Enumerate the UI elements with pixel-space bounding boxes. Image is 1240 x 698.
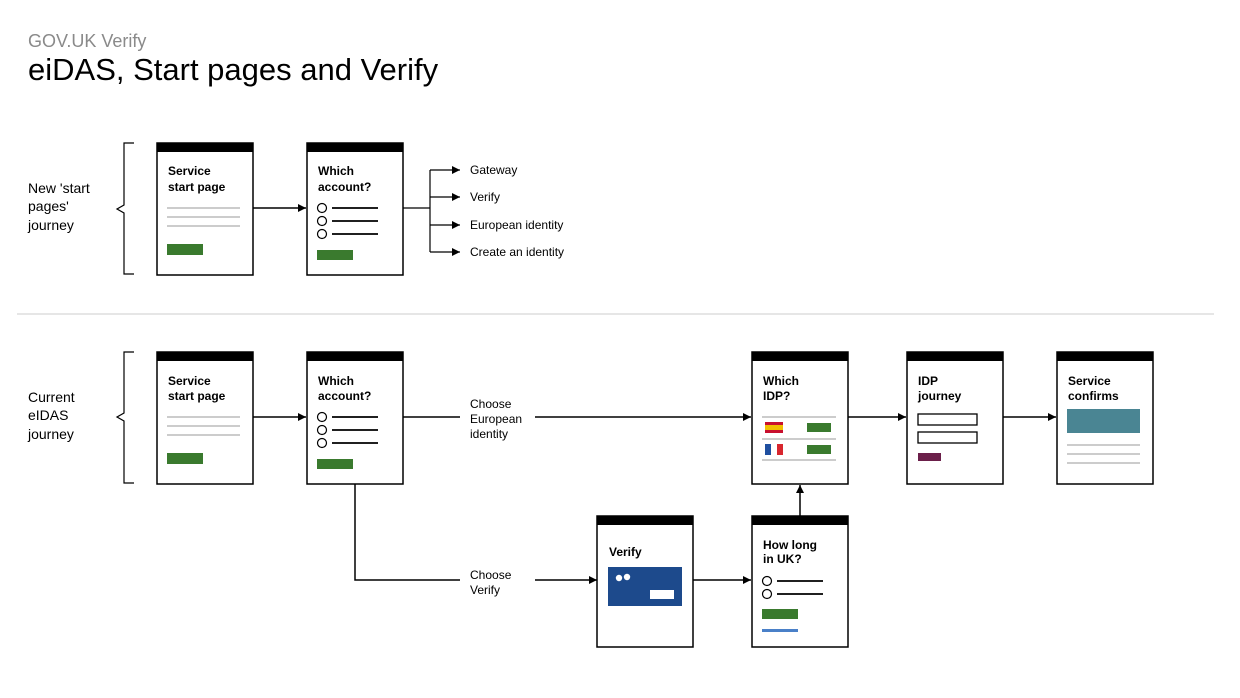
- card-title-line-1: Which: [318, 164, 354, 178]
- card-verify: Verify: [596, 515, 694, 648]
- lane-new-label: New 'start pages' journey: [27, 180, 90, 233]
- card-service-start-bottom: Service start page: [156, 351, 254, 485]
- card-which-account-bottom: Which account?: [306, 351, 404, 485]
- bracket-new: [115, 142, 134, 275]
- lane-current-line-2: eIDAS: [28, 407, 68, 423]
- path-verify-line-1: Choose: [470, 568, 512, 582]
- continue-button: [317, 459, 353, 469]
- kicker: GOV.UK Verify: [28, 31, 147, 51]
- card-how-long: How long in UK?: [751, 515, 849, 648]
- option-create-identity: Create an identity: [470, 245, 564, 259]
- card-title-line-1: Service: [168, 164, 211, 178]
- card-title-line-2: account?: [318, 389, 371, 403]
- card-which-idp: Which IDP?: [751, 351, 849, 485]
- option-gateway: Gateway: [470, 163, 517, 177]
- path-european-line-2: European: [470, 412, 522, 426]
- option-european-identity: European identity: [470, 218, 563, 232]
- spain-flag-icon: [765, 422, 783, 433]
- start-button: [167, 453, 203, 464]
- path-european-line-3: identity: [470, 427, 508, 441]
- link-bar: [762, 629, 798, 632]
- lane-current-label: Current eIDAS journey: [27, 389, 75, 442]
- input-box: [917, 413, 978, 426]
- card-title-line-1: IDP: [918, 374, 938, 388]
- card-title-line-2: confirms: [1068, 389, 1119, 403]
- select-button: [807, 445, 831, 454]
- card-title-line-2: journey: [917, 389, 962, 403]
- card-title-line-1: Verify: [609, 545, 642, 559]
- lane-new-line-1: New 'start: [28, 180, 90, 196]
- confirmation-panel: [1067, 409, 1140, 433]
- select-button: [807, 423, 831, 432]
- card-title-line-2: in UK?: [763, 552, 802, 566]
- card-title-line-2: IDP?: [763, 389, 790, 403]
- verify-banner: [608, 567, 682, 606]
- page-title: eiDAS, Start pages and Verify: [28, 52, 439, 87]
- card-title-line-1: Which: [318, 374, 354, 388]
- france-flag-icon: [765, 444, 783, 455]
- lane-current-line-1: Current: [28, 389, 75, 405]
- path-verify-line-2: Verify: [470, 583, 500, 597]
- start-button: [167, 244, 203, 255]
- card-title-line-2: start page: [168, 389, 226, 403]
- card-idp-journey: IDP journey: [906, 351, 1004, 485]
- continue-button: [762, 609, 798, 619]
- card-which-account-top: Which account?: [306, 142, 404, 276]
- input-box: [917, 431, 978, 444]
- submit-button: [918, 453, 941, 461]
- path-european-line-1: Choose: [470, 397, 512, 411]
- lane-new-line-2: pages': [28, 198, 69, 214]
- card-service-confirms: Service confirms: [1056, 351, 1154, 485]
- options-branch: Gateway Verify European identity Create …: [403, 163, 564, 259]
- bracket-current: [115, 351, 134, 484]
- option-verify: Verify: [470, 190, 500, 204]
- card-title-line-1: Service: [1068, 374, 1111, 388]
- lane-new-line-3: journey: [27, 217, 74, 233]
- card-title-line-2: start page: [168, 180, 226, 194]
- card-title-line-1: Service: [168, 374, 211, 388]
- card-service-start-top: Service start page: [156, 142, 254, 276]
- lane-current-line-3: journey: [27, 426, 74, 442]
- card-title-line-1: How long: [763, 538, 817, 552]
- card-title-line-2: account?: [318, 180, 371, 194]
- card-title-line-1: Which: [763, 374, 799, 388]
- continue-button: [317, 250, 353, 260]
